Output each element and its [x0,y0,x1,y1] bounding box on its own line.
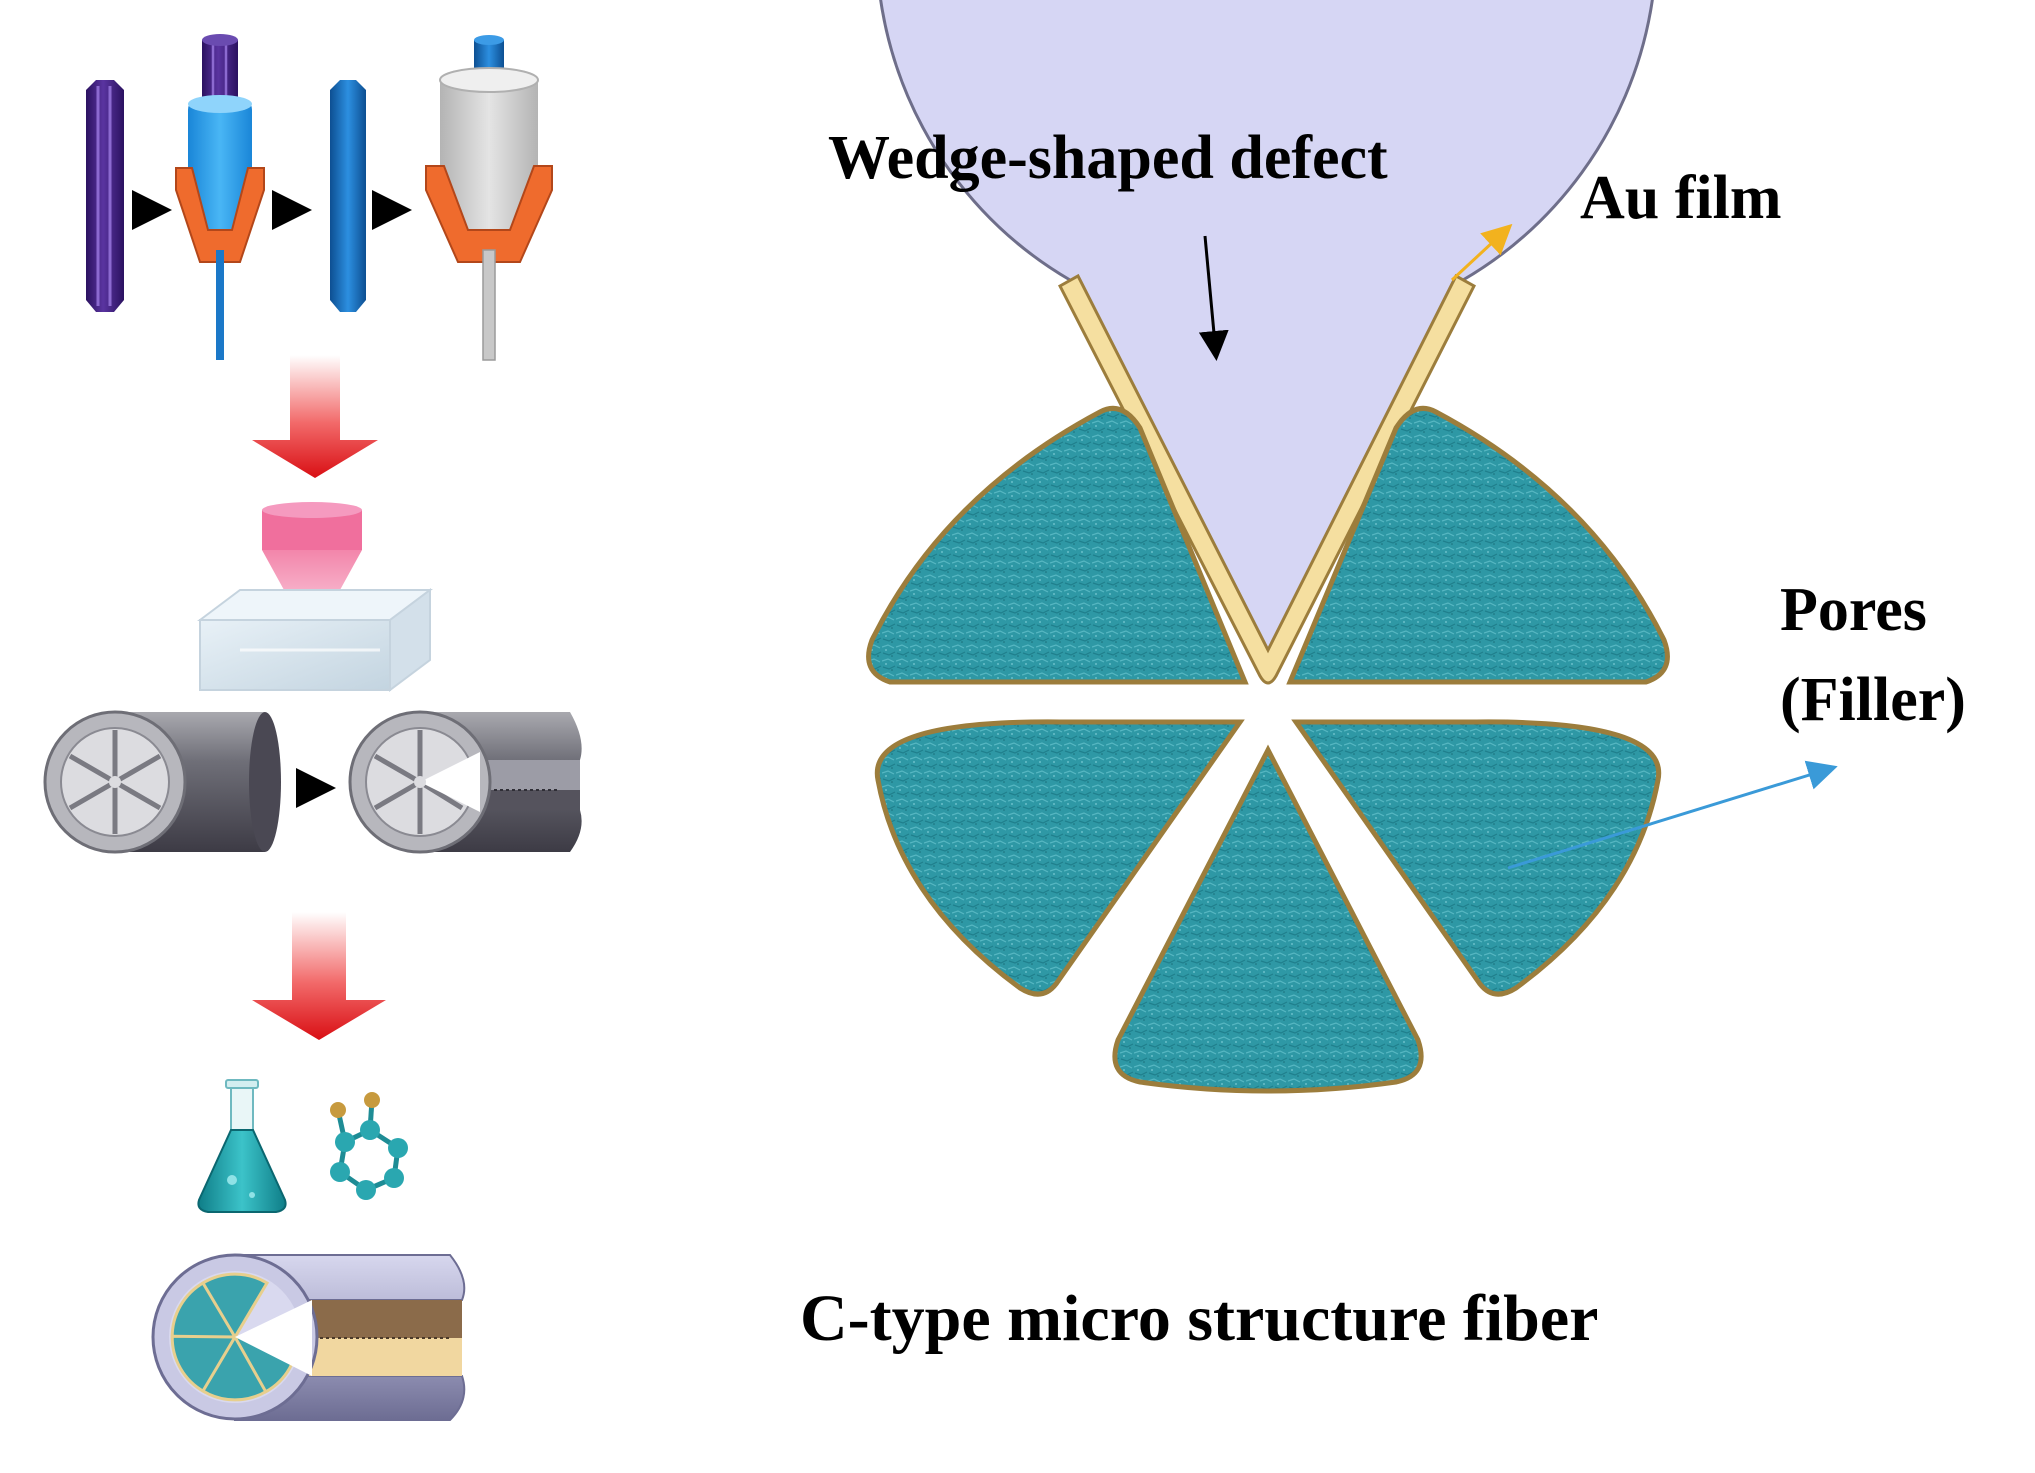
pore [1291,719,1662,997]
wedge-defect-label: Wedge-shaped defect [828,124,1388,192]
au-film-arrow [1450,223,1513,282]
step-arrow-1 [132,190,172,230]
step-arrow-4 [296,768,336,808]
pore [1286,406,1670,685]
drawn-cane [330,80,366,312]
draw-tower-2 [425,35,553,361]
fiber-cross-section: Wedge-shaped defect Au film Pores (Fille… [800,0,1966,1355]
final-fiber [151,1253,466,1421]
pores-label: Pores [1780,576,1927,644]
cladding [879,0,1654,669]
slotted-preform [348,710,582,854]
step-arrow-3 [372,190,412,230]
coating-filling-step [197,1079,408,1213]
drawing-step [86,34,553,361]
glass-block [197,588,433,692]
fabrication-process [43,34,582,1421]
flask-icon [197,1079,287,1213]
draw-tower-1 [175,34,265,360]
figure-caption: C-type micro structure fiber [800,1282,1598,1355]
pores-arrow [1507,760,1838,870]
pores [866,406,1670,1094]
pore [866,406,1249,685]
process-arrow-down-1 [252,355,378,478]
pore [1112,744,1424,1094]
process-arrow-down-2 [252,912,386,1040]
cylinder-step [43,710,582,854]
wedge-defect-arrow [1198,235,1229,361]
molecule-icon [330,1092,408,1200]
au-film-label: Au film [1580,164,1782,232]
step-arrow-2 [272,190,312,230]
structured-preform [43,710,281,854]
laser-machining-step [197,502,433,692]
filler-label: (Filler) [1780,666,1966,734]
gold-film-wedge [1058,273,1476,685]
preform-rod [86,80,124,312]
pore [874,719,1245,997]
